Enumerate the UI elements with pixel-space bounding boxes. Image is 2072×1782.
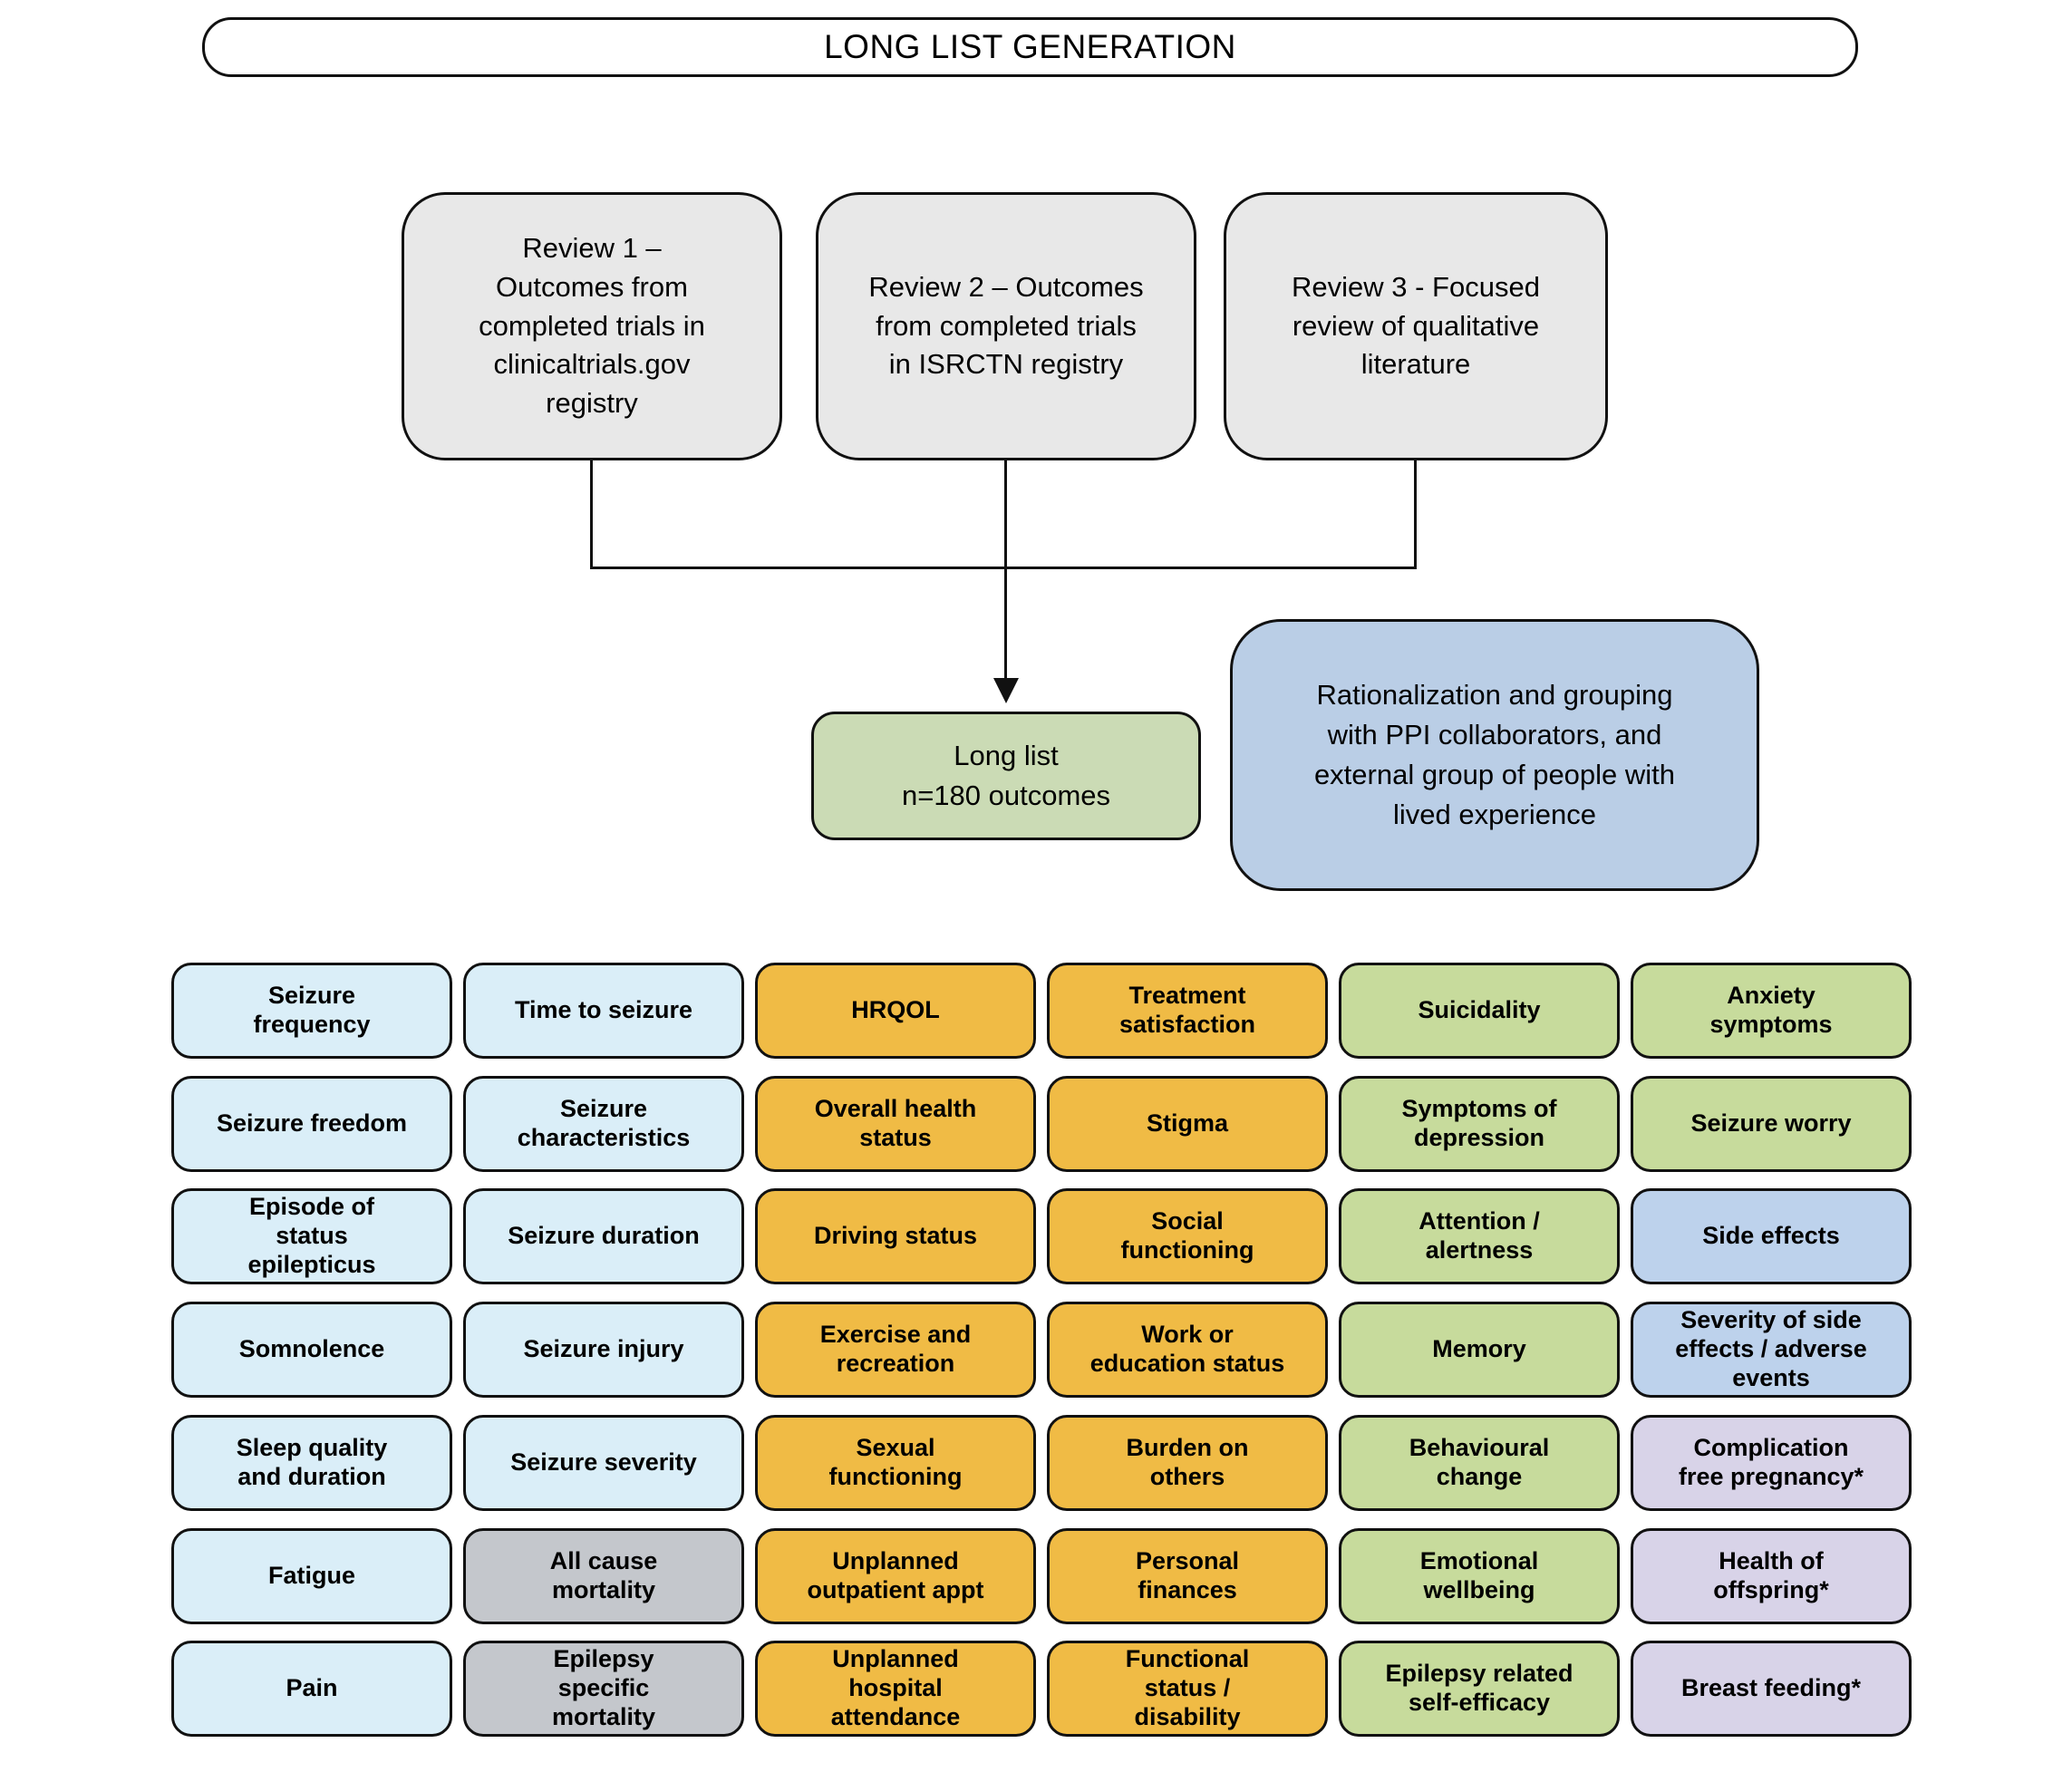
connector-horizontal: [590, 567, 1417, 569]
outcome-box: Social functioning: [1047, 1188, 1328, 1284]
outcome-box: Seizure frequency: [171, 963, 452, 1059]
outcome-box: Severity of side effects / adverse event…: [1631, 1302, 1912, 1398]
long-list-text: Long list n=180 outcomes: [901, 739, 1111, 811]
review-2-text: Review 2 – Outcomes from completed trial…: [868, 270, 1144, 381]
outcome-box: Functional status / disability: [1047, 1641, 1328, 1737]
outcome-box: All cause mortality: [463, 1528, 744, 1624]
outcome-box: Seizure severity: [463, 1415, 744, 1511]
title-banner: LONG LIST GENERATION: [202, 17, 1858, 77]
outcome-box: Unplanned outpatient appt: [755, 1528, 1036, 1624]
outcome-box: Personal finances: [1047, 1528, 1328, 1624]
outcome-box: Behavioural change: [1339, 1415, 1620, 1511]
connector-middle-vertical: [1004, 460, 1007, 680]
outcome-box: Seizure duration: [463, 1188, 744, 1284]
outcome-box: Complication free pregnancy*: [1631, 1415, 1912, 1511]
outcome-box: Suicidality: [1339, 963, 1620, 1059]
review-2-box: Review 2 – Outcomes from completed trial…: [816, 192, 1196, 460]
outcome-box: Episode of status epilepticus: [171, 1188, 452, 1284]
outcome-box: Sexual functioning: [755, 1415, 1036, 1511]
outcome-box: Seizure characteristics: [463, 1076, 744, 1172]
page-title: LONG LIST GENERATION: [824, 28, 1236, 65]
review-1-text: Review 1 – Outcomes from completed trial…: [479, 232, 705, 420]
rationalization-box: Rationalization and grouping with PPI co…: [1230, 619, 1759, 891]
outcome-box: Sleep quality and duration: [171, 1415, 452, 1511]
outcome-box: Unplanned hospital attendance: [755, 1641, 1036, 1737]
outcome-box: Driving status: [755, 1188, 1036, 1284]
review-3-box: Review 3 - Focused review of qualitative…: [1224, 192, 1608, 460]
outcome-box: Symptoms of depression: [1339, 1076, 1620, 1172]
outcome-box: Seizure freedom: [171, 1076, 452, 1172]
outcome-box: Breast feeding*: [1631, 1641, 1912, 1737]
outcome-box: Epilepsy specific mortality: [463, 1641, 744, 1737]
review-3-text: Review 3 - Focused review of qualitative…: [1292, 270, 1540, 381]
outcome-box: Pain: [171, 1641, 452, 1737]
outcome-box: Overall health status: [755, 1076, 1036, 1172]
outcome-box: Anxiety symptoms: [1631, 963, 1912, 1059]
outcome-box: Attention / alertness: [1339, 1188, 1620, 1284]
outcome-box: Exercise and recreation: [755, 1302, 1036, 1398]
outcome-box: Seizure injury: [463, 1302, 744, 1398]
outcome-box: Seizure worry: [1631, 1076, 1912, 1172]
outcome-box: Treatment satisfaction: [1047, 963, 1328, 1059]
down-arrow-icon: [993, 678, 1019, 703]
review-1-box: Review 1 – Outcomes from completed trial…: [402, 192, 782, 460]
long-list-box: Long list n=180 outcomes: [811, 712, 1201, 840]
outcome-box: Somnolence: [171, 1302, 452, 1398]
outcome-box: Burden on others: [1047, 1415, 1328, 1511]
outcome-box: Stigma: [1047, 1076, 1328, 1172]
outcome-box: Memory: [1339, 1302, 1620, 1398]
rationalization-text: Rationalization and grouping with PPI co…: [1313, 678, 1676, 831]
outcome-box: Time to seizure: [463, 963, 744, 1059]
connector-right-vertical: [1414, 460, 1417, 568]
outcome-box: Emotional wellbeing: [1339, 1528, 1620, 1624]
outcome-box: HRQOL: [755, 963, 1036, 1059]
outcome-box: Health of offspring*: [1631, 1528, 1912, 1624]
outcome-box: Work or education status: [1047, 1302, 1328, 1398]
connector-left-vertical: [590, 460, 593, 568]
outcome-box: Fatigue: [171, 1528, 452, 1624]
outcome-box: Side effects: [1631, 1188, 1912, 1284]
outcome-box: Epilepsy related self-efficacy: [1339, 1641, 1620, 1737]
